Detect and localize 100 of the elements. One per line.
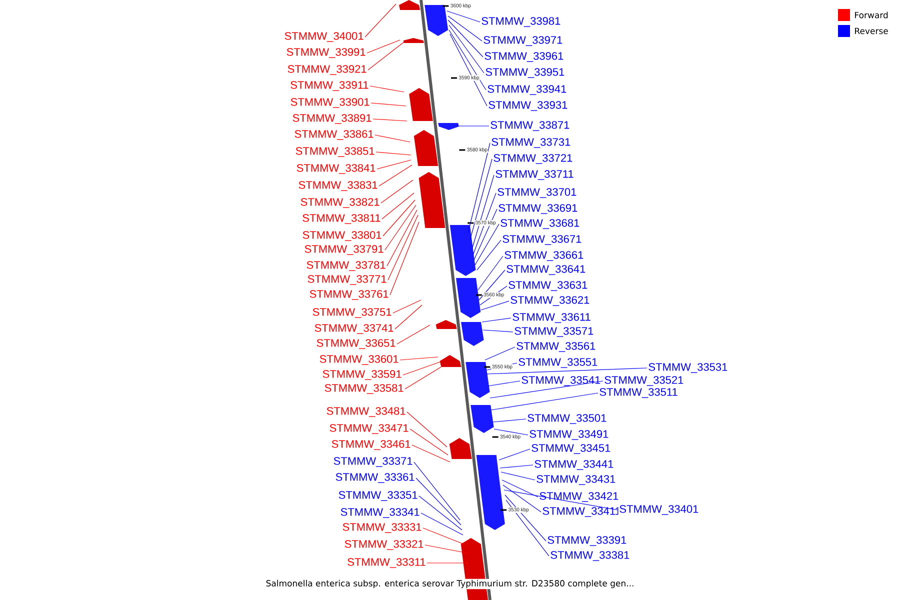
leader-line [406, 412, 448, 448]
leader-line [420, 512, 464, 536]
leader-line [470, 158, 492, 240]
leader-line [448, 30, 486, 90]
leader-line [498, 448, 530, 460]
leader-line [372, 118, 408, 122]
leader-line [482, 318, 512, 322]
leader-line [504, 490, 618, 510]
leader-line [394, 304, 422, 330]
gene-label: STMMW_33671 [501, 234, 583, 246]
gene-label: STMMW_33951 [484, 67, 566, 79]
gene-label: STMMW_33341 [339, 507, 421, 519]
gene-label: STMMW_33681 [499, 218, 581, 230]
leader-line [392, 300, 422, 314]
leader-line [376, 160, 412, 170]
gene-label: STMMW_33571 [513, 326, 595, 338]
gene-label: STMMW_33971 [482, 35, 564, 47]
gene-label: STMMW_33471 [328, 423, 410, 435]
gene-label: STMMW_33821 [299, 197, 381, 209]
gene-label: STMMW_33631 [507, 280, 589, 292]
legend-label: Reverse [855, 28, 888, 34]
leader-line [478, 270, 506, 300]
gene-label: STMMW_33851 [294, 146, 376, 158]
leader-line [370, 86, 404, 92]
gene-label: STMMW_33641 [505, 264, 587, 276]
gene-label: STMMW_33511 [598, 387, 679, 399]
leader-line [448, 16, 482, 42]
leader-line [384, 204, 416, 250]
gene-label: STMMW_33791 [303, 244, 385, 256]
gene-label: STMMW_33691 [497, 203, 579, 215]
gene-label: STMMW_33551 [517, 357, 599, 369]
leader-line [476, 240, 502, 270]
gene-label: STMMW_33651 [315, 338, 397, 350]
leader-line [368, 42, 404, 70]
leader-line [502, 480, 538, 498]
leader-line [486, 368, 648, 374]
gene-label: STMMW_34001 [283, 31, 365, 43]
leader-line [366, 40, 400, 54]
leader-line [474, 208, 498, 260]
gene-label: STMMW_33561 [515, 341, 597, 353]
gene-label: STMMW_33581 [323, 383, 405, 395]
leader-line [506, 500, 550, 556]
gene-label: STMMW_33781 [305, 260, 387, 272]
leader-line [468, 142, 490, 234]
gene-label: STMMW_33931 [487, 100, 569, 112]
gene-label: STMMW_33451 [530, 443, 612, 455]
leader-line [364, 4, 396, 38]
gene-label: STMMW_33351 [337, 490, 419, 502]
gene-label: STMMW_33441 [533, 459, 615, 471]
gene-label: STMMW_33541 [520, 375, 602, 387]
gene-label: STMMW_33731 [490, 137, 572, 149]
leader-line [370, 102, 406, 106]
gene-label: STMMW_33521 [603, 375, 685, 387]
gene-label: STMMW_33901 [289, 97, 371, 109]
leader-line [472, 174, 494, 250]
gene-label: STMMW_33391 [546, 535, 628, 547]
gene-label: STMMW_33891 [291, 113, 373, 125]
leader-line [382, 200, 416, 236]
leader-line [492, 418, 526, 422]
gene-label: STMMW_33701 [496, 187, 578, 199]
leader-line [400, 356, 438, 360]
leader-line [500, 472, 536, 480]
leader-line [490, 380, 604, 398]
gene-label: STMMW_33331 [341, 522, 423, 534]
gene-label: STMMW_33721 [492, 153, 574, 165]
leader-line [376, 152, 412, 156]
gene-label: STMMW_33941 [486, 84, 568, 96]
leader-line [478, 256, 504, 290]
leader-line [422, 528, 466, 546]
gene-label: STMMW_33381 [549, 550, 631, 562]
leader-line [450, 34, 488, 106]
gene-label: STMMW_33921 [286, 64, 368, 76]
gene-label: STMMW_33741 [313, 323, 395, 335]
leader-line [494, 428, 528, 436]
leader-line [410, 428, 448, 456]
leader-line [396, 324, 430, 344]
leader-line [390, 222, 420, 296]
gene-label: STMMW_33871 [489, 120, 571, 132]
caption: Salmonella enterica subsp. enterica serovar Typhimurium str. D23580 complete gen... [264, 578, 636, 590]
gene-label: STMMW_33961 [483, 51, 565, 63]
gene-label: STMMW_33991 [285, 47, 367, 59]
leader-line [484, 346, 516, 360]
gene-label: STMMW_33601 [318, 354, 400, 366]
gene-label: STMMW_33371 [332, 456, 414, 468]
gene-label: STMMW_33761 [308, 289, 390, 301]
leader-line [448, 24, 484, 74]
gene-label: STMMW_33621 [509, 295, 591, 307]
gene-label: STMMW_33401 [618, 504, 700, 516]
gene-label: STMMW_33831 [297, 180, 379, 192]
gene-label: STMMW_33751 [311, 307, 393, 319]
gene-label: STMMW_33711 [494, 169, 575, 181]
leader-line [448, 20, 484, 58]
gene-label: STMMW_33661 [503, 250, 585, 262]
gene-label: STMMW_33431 [535, 474, 617, 486]
legend-label: Forward [855, 12, 888, 18]
leader-line [424, 544, 468, 554]
gene-label: STMMW_33491 [528, 429, 610, 441]
gene-label: STMMW_33361 [334, 472, 416, 484]
gene-label: STMMW_33801 [301, 230, 383, 242]
gene-label: STMMW_33771 [306, 274, 388, 286]
